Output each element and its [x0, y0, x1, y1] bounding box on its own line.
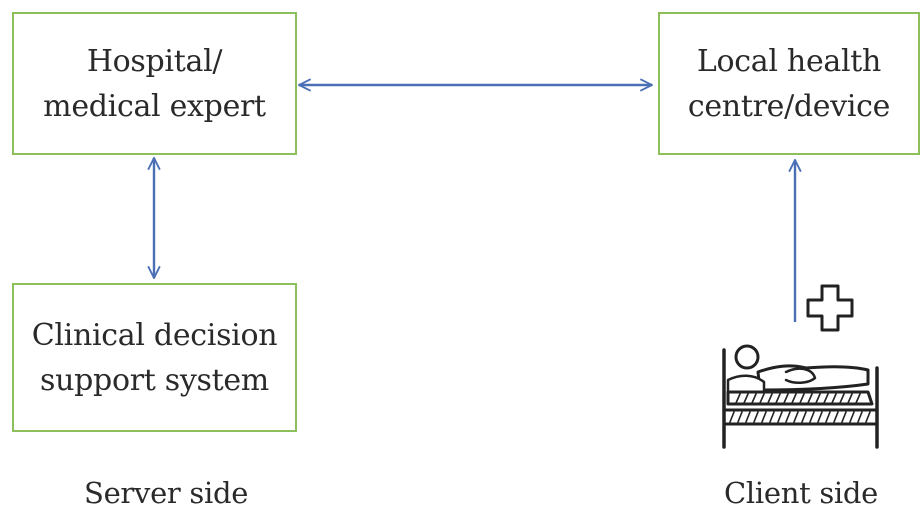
hospital-label-line-1: Hospital/ [86, 43, 223, 79]
local-centre-label-line-2: centre/device [687, 88, 891, 124]
server-side-label: Server side [84, 476, 249, 510]
cdss-label-line-1: Clinical decision [31, 317, 278, 353]
local-health-centre-box: Local health centre/device [658, 12, 920, 155]
client-side-label: Client side [724, 476, 879, 510]
cdss-label-line-2: support system [40, 362, 269, 398]
hospital-label-line-2: medical expert [43, 88, 266, 124]
local-centre-label-line-1: Local health [696, 43, 882, 79]
clinical-decision-support-box: Clinical decision support system [12, 283, 297, 432]
medical-cross-icon [806, 284, 854, 332]
hospital-medical-expert-box: Hospital/ medical expert [12, 12, 297, 155]
patient-bed-icon [722, 344, 879, 449]
